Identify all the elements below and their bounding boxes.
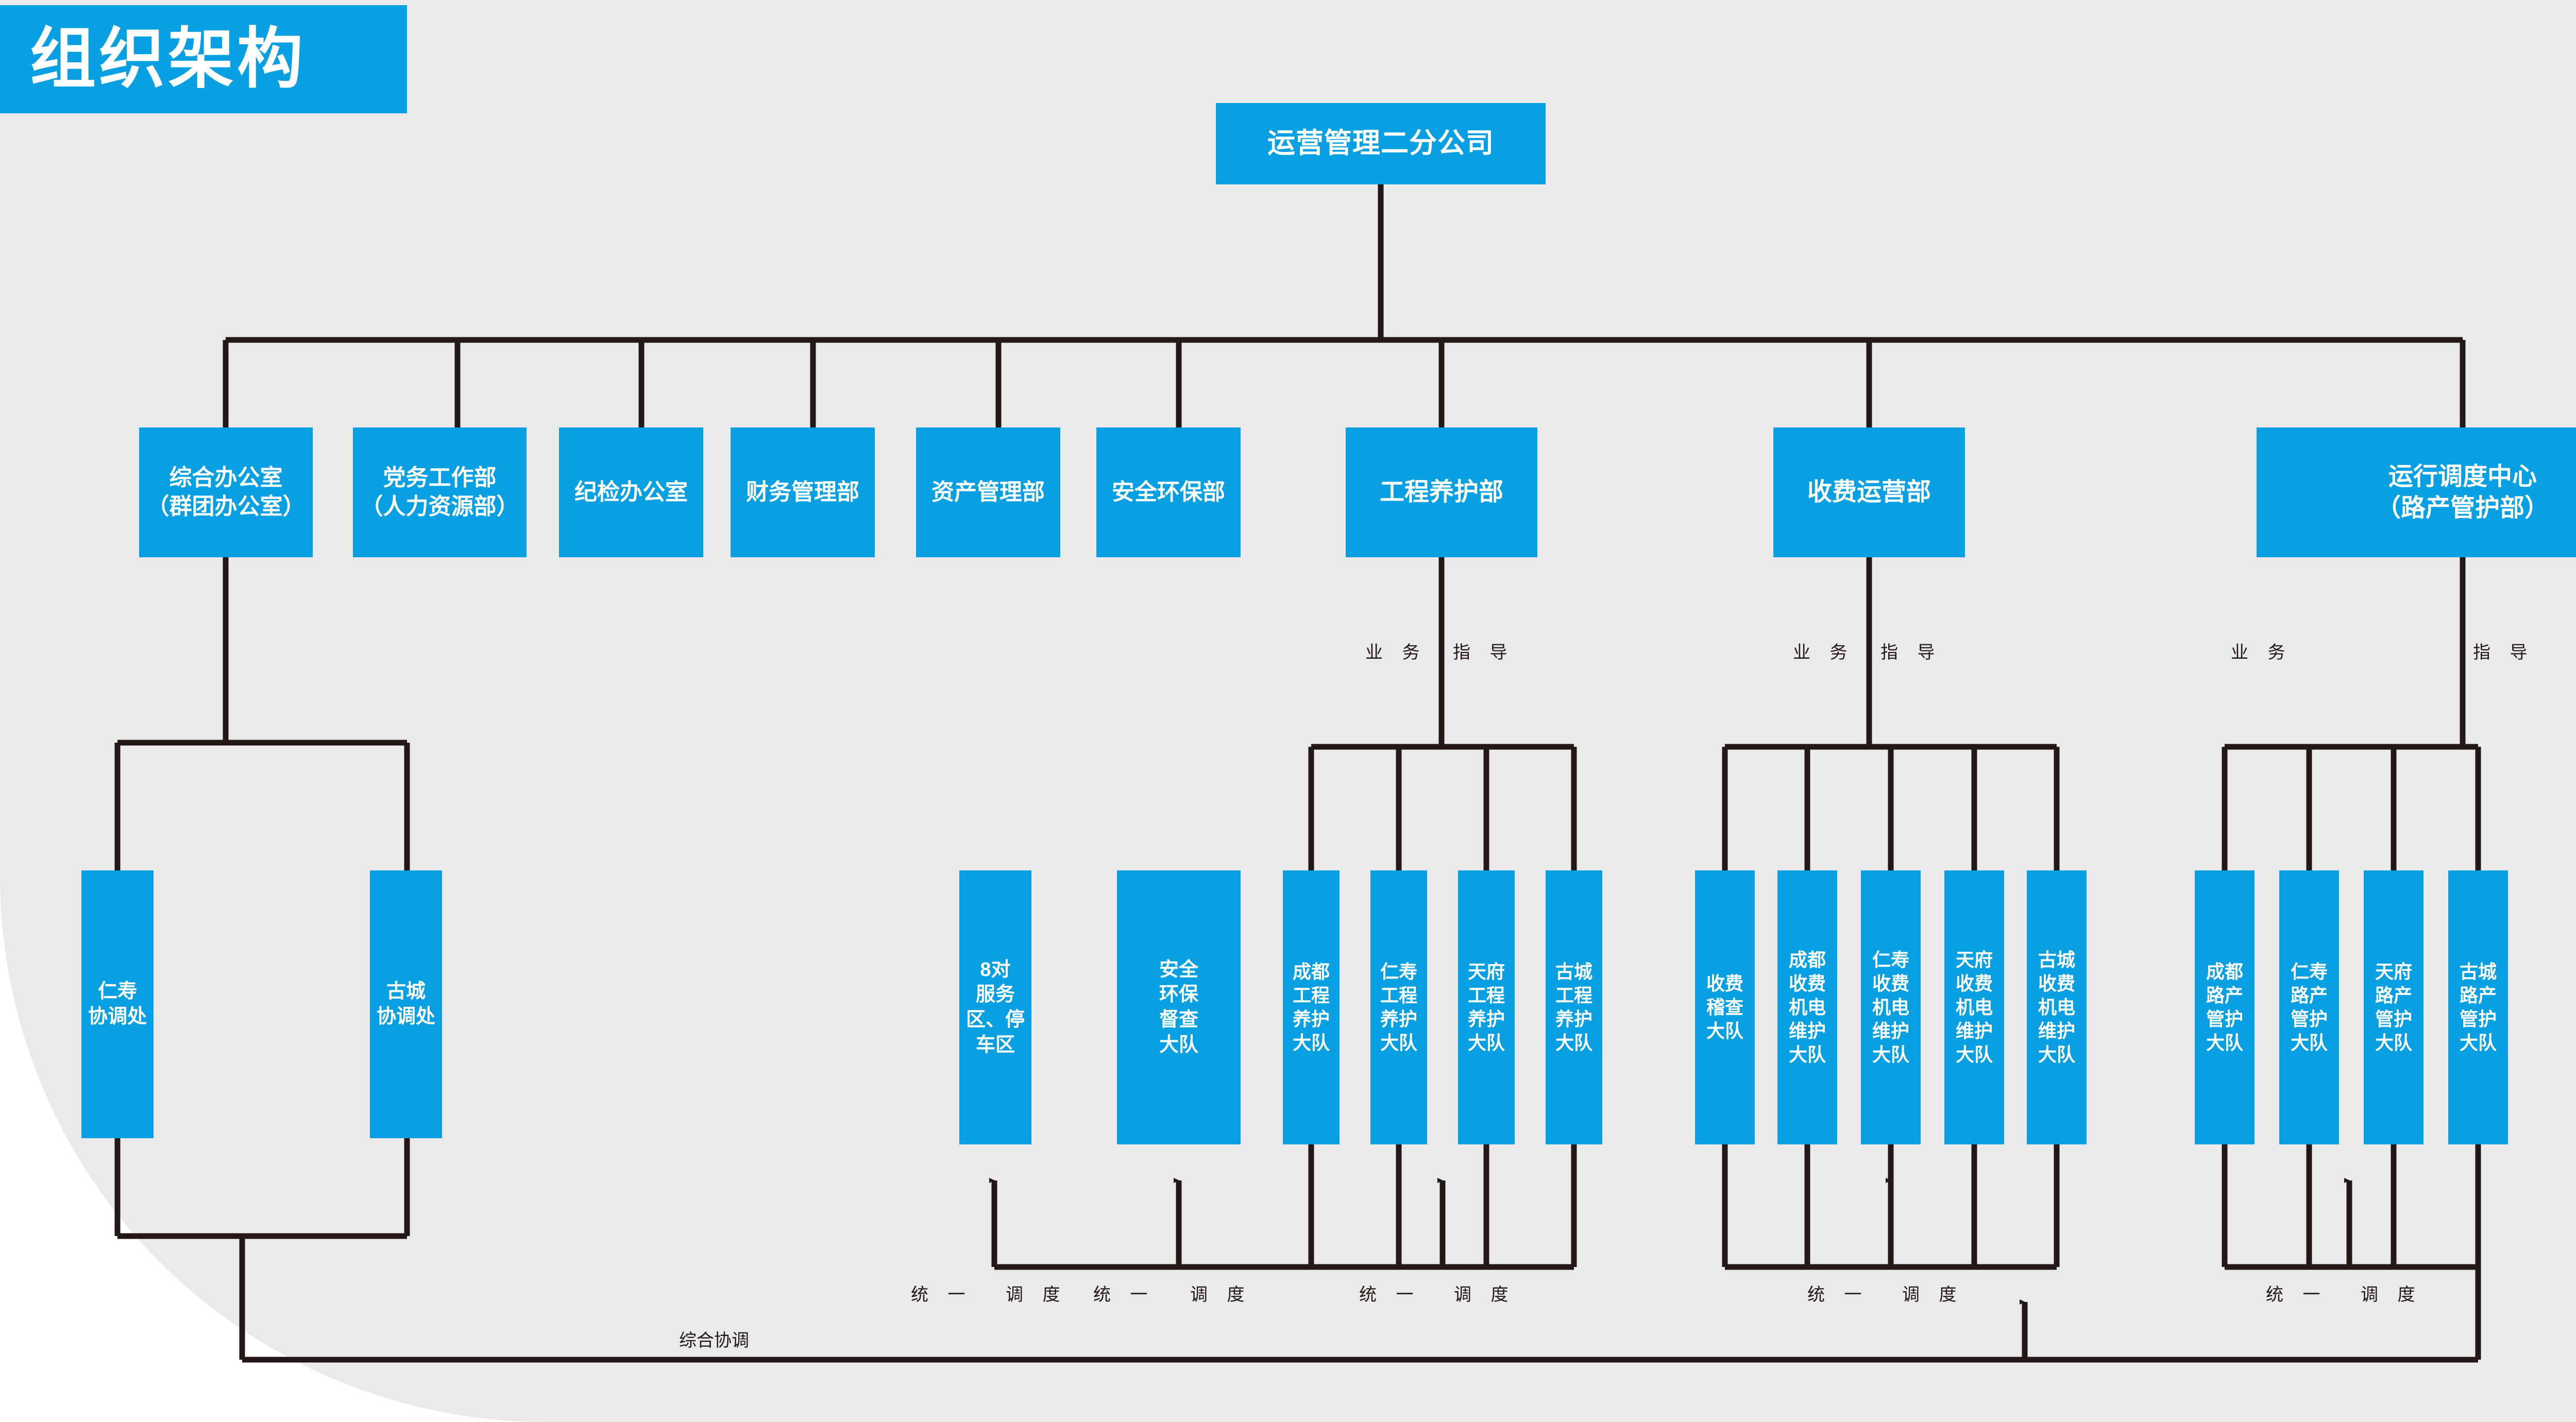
label-unified-dispatch-engineering-right: 调 度 bbox=[1454, 1285, 1516, 1305]
label-business-guidance-engineering-right: 指 导 bbox=[1453, 643, 1515, 662]
page-title: 组织架构 bbox=[30, 22, 307, 96]
node-dept-safety-environment[interactable]: 安全环保部 bbox=[1096, 427, 1241, 557]
page-title-banner: 组织架构 bbox=[0, 5, 407, 113]
label-comprehensive-coordination: 综合协调 bbox=[679, 1331, 749, 1350]
node-unit-tianfu-engineering-brigade[interactable]: 天府 工程 养护 大队 bbox=[1458, 870, 1515, 1144]
node-unit-chengdu-toll-electromechanical-brigade[interactable]: 成都 收费 机电 维护 大队 bbox=[1777, 870, 1837, 1144]
node-dept-finance[interactable]: 财务管理部 bbox=[731, 427, 875, 557]
node-unit-toll-audit-brigade[interactable]: 收费 稽查 大队 bbox=[1695, 870, 1755, 1144]
label-unified-dispatch-road-asset-left: 统 一 bbox=[2266, 1285, 2328, 1305]
node-dept-party-affairs[interactable]: 党务工作部 （人力资源部） bbox=[353, 427, 527, 557]
node-unit-renshou-road-asset-brigade[interactable]: 仁寿 路产 管护 大队 bbox=[2279, 870, 2339, 1144]
label-unified-dispatch-toll-right: 调 度 bbox=[1902, 1285, 1964, 1305]
node-unit-gucheng-toll-electromechanical-brigade[interactable]: 古城 收费 机电 维护 大队 bbox=[2027, 870, 2087, 1144]
node-unit-renshou-toll-electromechanical-brigade[interactable]: 仁寿 收费 机电 维护 大队 bbox=[1861, 870, 1921, 1144]
node-dept-toll-operations[interactable]: 收费运营部 bbox=[1773, 427, 1965, 557]
node-unit-service-areas[interactable]: 8对 服务 区、停 车区 bbox=[959, 870, 1031, 1144]
label-unified-dispatch-road-asset-right: 调 度 bbox=[2361, 1285, 2422, 1305]
node-unit-tianfu-road-asset-brigade[interactable]: 天府 路产 管护 大队 bbox=[2364, 870, 2424, 1144]
node-dept-discipline-office[interactable]: 纪检办公室 bbox=[559, 427, 703, 557]
label-business-guidance-toll-left: 业 务 bbox=[1793, 643, 1855, 662]
label-business-guidance-dispatch-left: 业 务 bbox=[2231, 643, 2293, 662]
node-unit-renshou-engineering-brigade[interactable]: 仁寿 工程 养护 大队 bbox=[1370, 870, 1427, 1144]
node-unit-gucheng-road-asset-brigade[interactable]: 古城 路产 管护 大队 bbox=[2448, 870, 2508, 1144]
node-unit-chengdu-engineering-brigade[interactable]: 成都 工程 养护 大队 bbox=[1283, 870, 1340, 1144]
node-dept-comprehensive-office[interactable]: 综合办公室 （群团办公室） bbox=[139, 427, 313, 557]
node-dept-asset-management[interactable]: 资产管理部 bbox=[916, 427, 1060, 557]
node-dept-engineering-maintenance[interactable]: 工程养护部 bbox=[1346, 427, 1537, 557]
node-root[interactable]: 运营管理二分公司 bbox=[1216, 103, 1546, 184]
label-unified-dispatch-engineering-left: 统 一 bbox=[1359, 1285, 1421, 1305]
node-unit-gucheng-coordination[interactable]: 古城 协调处 bbox=[370, 870, 442, 1138]
label-business-guidance-toll-right: 指 导 bbox=[1880, 643, 1942, 662]
label-unified-dispatch-safety-right: 调 度 bbox=[1190, 1285, 1252, 1305]
node-unit-gucheng-engineering-brigade[interactable]: 古城 工程 养护 大队 bbox=[1546, 870, 1602, 1144]
label-unified-dispatch-toll-left: 统 一 bbox=[1807, 1285, 1869, 1305]
label-unified-dispatch-safety-left: 统 一 bbox=[1093, 1285, 1155, 1305]
node-unit-tianfu-toll-electromechanical-brigade[interactable]: 天府 收费 机电 维护 大队 bbox=[1944, 870, 2004, 1144]
label-business-guidance-engineering-left: 业 务 bbox=[1365, 643, 1427, 662]
node-unit-safety-inspection-brigade[interactable]: 安全 环保 督查 大队 bbox=[1117, 870, 1241, 1144]
node-dept-dispatch-center[interactable]: 运行调度中心 （路产管护部） bbox=[2257, 427, 2576, 557]
label-unified-dispatch-service-areas-right: 调 度 bbox=[1006, 1285, 1067, 1305]
label-business-guidance-dispatch-right: 指 导 bbox=[2473, 643, 2535, 662]
node-unit-chengdu-road-asset-brigade[interactable]: 成都 路产 管护 大队 bbox=[2195, 870, 2255, 1144]
label-unified-dispatch-service-areas-left: 统 一 bbox=[911, 1285, 973, 1305]
node-unit-renshou-coordination[interactable]: 仁寿 协调处 bbox=[81, 870, 154, 1138]
